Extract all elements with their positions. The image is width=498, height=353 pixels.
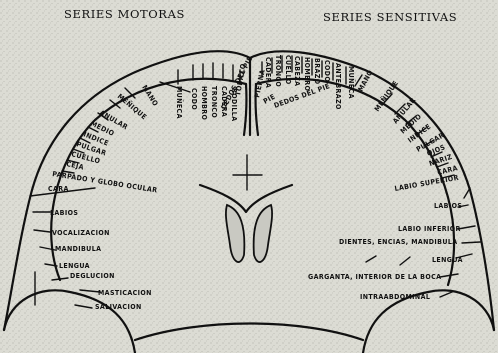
motor-label-masticacion: MASTICACION (98, 289, 152, 297)
sensory-label-intraabdominal: INTRAABDOMINAL (360, 293, 430, 301)
sensory-label-codo: CODO (323, 60, 331, 82)
motor-label-cadera: CADERA (220, 86, 228, 117)
sensory-label-dientes: DIENTES, ENCIAS, MANDIBULA (339, 238, 458, 246)
sensory-label-garganta: GARGANTA, INTERIOR DE LA BOCA (308, 273, 441, 281)
sensory-label-cabeza: CABEZA (293, 56, 301, 86)
sensory-label-muneca: MUÑECA (347, 66, 356, 99)
motor-label-deglucion: DEGLUCION (70, 272, 115, 280)
sensory-label-labio-inferior: LABIO INFERIOR (398, 225, 461, 233)
motor-label-rodilla: RODILLA (230, 88, 238, 121)
motor-label-vocalizacion: VOCALIZACION (52, 229, 110, 237)
sensory-label-cadera: CADERA (264, 57, 272, 88)
motor-series-heading: SERIES MOTORAS (64, 7, 185, 21)
sensory-label-brazo: BRAZO (313, 58, 321, 85)
motor-label-muneca: MUÑECA (175, 86, 184, 119)
sensory-label-labios: LABIOS (434, 202, 462, 210)
sensory-label-tronco: TRONCO (274, 55, 282, 87)
sensory-label-antebrazo: ANTEBRAZO (334, 63, 342, 110)
motor-label-codo: CODO (190, 88, 198, 110)
sensory-label-hombro: HOMBRO (303, 57, 311, 92)
motor-label-hombro: HOMBRO (200, 86, 208, 121)
sensory-series-heading: SERIES SENSITIVAS (323, 10, 457, 24)
motor-label-mandibula: MANDIBULA (55, 245, 101, 253)
motor-label-labios: LABIOS (50, 209, 78, 217)
sensory-label-cuello: CUELLO (284, 55, 292, 85)
motor-label-tronco: TRONCO (210, 86, 218, 118)
motor-label-lengua: LENGUA (59, 262, 90, 270)
motor-label-salivacion: SALIVACION (95, 303, 142, 311)
